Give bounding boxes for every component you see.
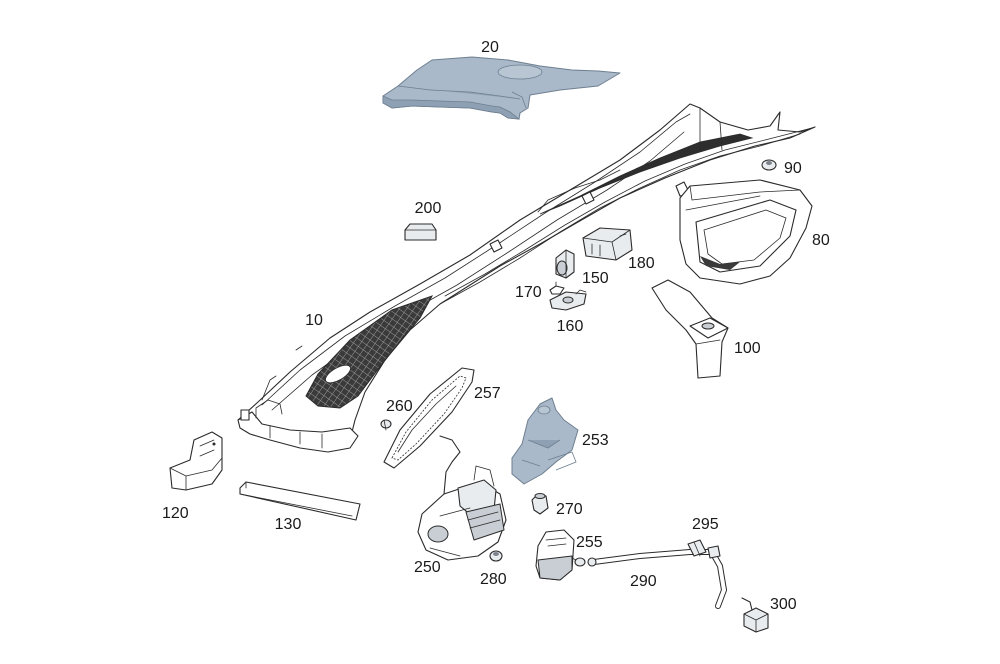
part-255-shape[interactable]: [535, 529, 586, 581]
label-part-270: 257: [474, 385, 501, 402]
part-253-bracket-shape[interactable]: [511, 397, 579, 485]
label-part-255: 255: [576, 534, 603, 551]
part-280-shape[interactable]: [380, 419, 392, 431]
label-part-10: 10: [305, 312, 323, 329]
part-260-nut-shape[interactable]: [489, 550, 503, 562]
part-270-gasket-shape[interactable]: [383, 367, 475, 469]
part-130-strip-shape[interactable]: [239, 481, 361, 521]
part-150-shape[interactable]: [555, 249, 575, 279]
label-part-200: 200: [415, 200, 442, 217]
label-part-100: 100: [734, 340, 761, 357]
label-part-130: 130: [275, 516, 302, 533]
part-200-shape[interactable]: [404, 223, 437, 241]
part-300-connector-shape[interactable]: [741, 597, 769, 633]
part-180-shape[interactable]: [582, 227, 633, 261]
part-100-duct-shape[interactable]: [651, 279, 729, 379]
label-part-80: 80: [812, 232, 830, 249]
label-part-260: 280: [480, 571, 507, 588]
part-120-shape[interactable]: [169, 431, 223, 491]
label-part-250: 250: [414, 559, 441, 576]
part-10-cowl-shape[interactable]: [237, 103, 816, 453]
part-90-nut-shape[interactable]: [761, 159, 777, 171]
label-part-90: 90: [784, 160, 802, 177]
part-80-duct-shape[interactable]: [679, 179, 813, 285]
label-part-180: 180: [628, 255, 655, 272]
label-part-160: 160: [557, 318, 584, 335]
label-part-290: 290: [630, 573, 657, 590]
label-part-280: 260: [386, 398, 413, 415]
label-part-120: 120: [162, 505, 189, 522]
part-20-cover-shape[interactable]: [382, 56, 621, 120]
label-part-300: 300: [770, 596, 797, 613]
label-part-253: 253: [582, 432, 609, 449]
part-250-housing-shape[interactable]: [417, 435, 507, 561]
label-part-20: 20: [481, 39, 499, 56]
part-160-shape[interactable]: [549, 289, 587, 311]
label-part-150: 150: [582, 270, 609, 287]
part-257-shape[interactable]: [531, 493, 549, 515]
label-part-295: 295: [692, 516, 719, 533]
part-170-shape[interactable]: [549, 281, 565, 295]
label-part-170: 170: [515, 284, 542, 301]
part-295-clip-shape[interactable]: [687, 539, 721, 559]
label-part-257: 270: [556, 501, 583, 518]
